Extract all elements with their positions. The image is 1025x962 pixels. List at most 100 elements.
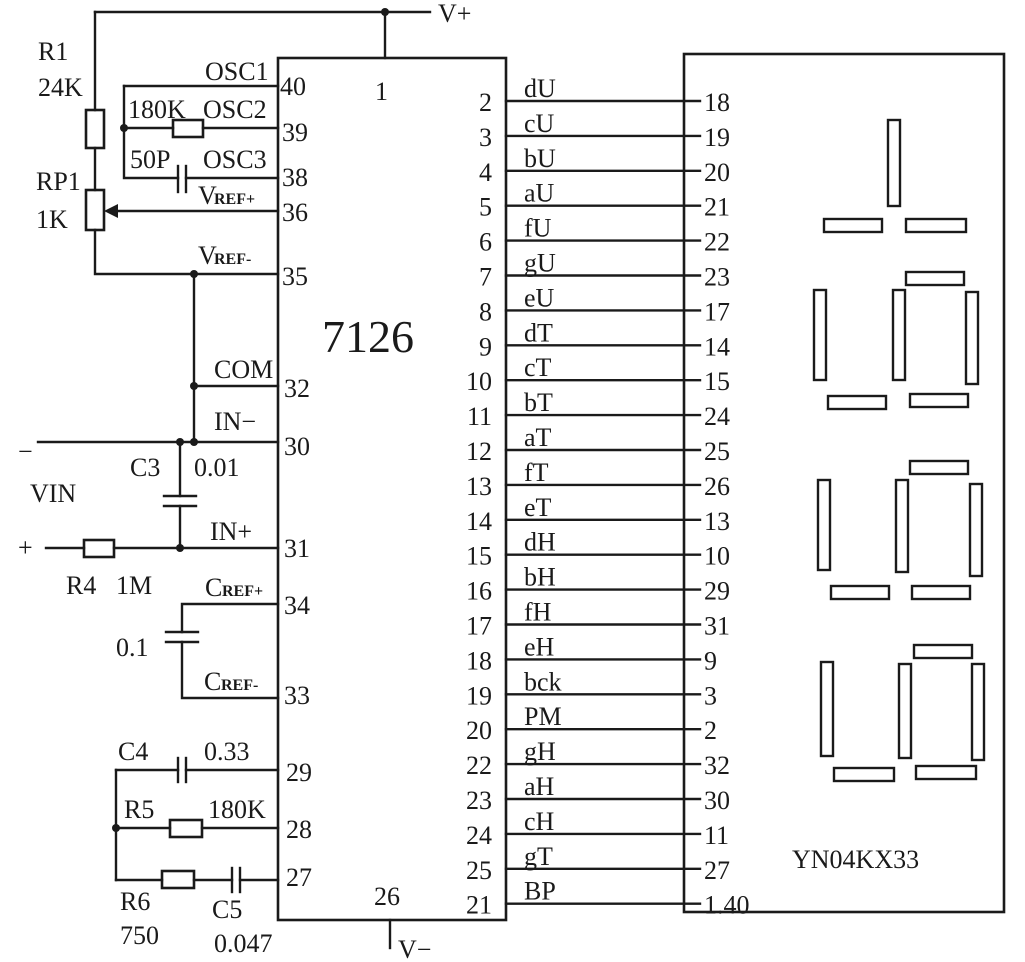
display-pin-number: 11 [704, 821, 729, 850]
chip-pin-number: 20 [466, 716, 492, 745]
display-pin-number: 23 [704, 263, 730, 292]
display-pin-number: 13 [704, 507, 730, 536]
chip-pin-number: 8 [479, 297, 492, 326]
display-pin-number: 24 [704, 402, 730, 431]
chip-left-pins: 40 39 38 36 35 32 30 31 34 33 29 28 27 [280, 72, 312, 892]
signal-row: 10 cT 15 [466, 353, 730, 396]
r5-value: 180K [208, 795, 266, 824]
vminus-label: V− [398, 935, 431, 962]
vin-label: VIN [30, 479, 76, 508]
in-minus-label: IN− [214, 407, 256, 436]
r1-resistor [84, 108, 106, 150]
signal-name: cT [524, 353, 552, 382]
digit4-segment-d [832, 766, 896, 783]
display-pin-number: 29 [704, 577, 730, 606]
digit3-segment-b [968, 482, 984, 578]
r1-value: 24K [38, 73, 83, 102]
pin-number: 28 [286, 815, 312, 844]
digit4-segment-f [819, 660, 835, 758]
digit2-segment-d2 [908, 392, 970, 409]
r4-value: 1M [116, 571, 152, 600]
pin-number: 36 [282, 198, 308, 227]
chip-pin-number: 4 [479, 158, 492, 187]
chip-pin-number: 7 [479, 263, 492, 292]
display-pin-number: 27 [704, 856, 730, 885]
signal-name: cU [524, 109, 555, 138]
chip-pin-number: 22 [466, 751, 492, 780]
digit2-segment-d [826, 394, 888, 411]
integrator-network: C4 0.33 R5 180K R6 750 C5 0.047 [112, 737, 280, 958]
signal-name: gU [524, 249, 556, 278]
pin-number: 31 [284, 534, 310, 563]
osc2-label: OSC2 [203, 95, 267, 124]
c5-value: 0.047 [214, 929, 273, 958]
chip-pin-number: 13 [466, 472, 492, 501]
display-pin-number: 32 [704, 751, 730, 780]
osc-cap-value: 50P [130, 145, 170, 174]
r4-label: R4 [66, 571, 96, 600]
display-pin-number: 2 [704, 716, 717, 745]
cref-plus-label: C [205, 573, 222, 602]
pin-number: 27 [286, 863, 312, 892]
signal-row: 7 gU 23 [479, 249, 730, 292]
vref-minus-label: V [198, 241, 217, 270]
signal-name: fH [524, 598, 552, 627]
pin-number: 40 [280, 72, 306, 101]
chip-pin-number: 23 [466, 786, 492, 815]
r6-value: 750 [120, 921, 159, 950]
display-pin-number: 25 [704, 437, 730, 466]
chip-pin-number: 24 [466, 821, 492, 850]
signal-name: bU [524, 144, 556, 173]
digit2-segment-b [964, 290, 980, 386]
signal-name: bck [524, 667, 562, 696]
chip-pin-number: 12 [466, 437, 492, 466]
vplus-label: V+ [438, 0, 471, 28]
digit4-segment-f2 [897, 662, 913, 760]
pin-number: 30 [284, 432, 310, 461]
pin-number: 33 [284, 681, 310, 710]
chip-pin-number: 6 [479, 228, 492, 257]
signal-name: dT [524, 318, 553, 347]
chip-pin-number: 25 [466, 856, 492, 885]
pin-number: 29 [286, 758, 312, 787]
digit3-segment-d [829, 584, 891, 601]
chip-pin-number: 14 [466, 507, 492, 536]
chip-pin-number: 10 [466, 367, 492, 396]
chip-pin-number: 21 [466, 891, 492, 920]
chip-pin-number: 2 [479, 88, 492, 117]
digit2-segment-f [812, 288, 828, 382]
signal-row: 19 bck 3 [466, 667, 717, 710]
cref-network: C REF+ 0.1 C REF- [116, 573, 280, 700]
r5-label: R5 [124, 795, 154, 824]
osc-resistor-value: 180K [128, 95, 186, 124]
display-pin-number: 15 [704, 367, 730, 396]
com-label: COM [214, 355, 273, 384]
wiper-arrow [104, 204, 118, 218]
display-pin-number: 20 [704, 158, 730, 187]
signal-row: 8 eU 17 [479, 283, 730, 326]
chip-pin-number: 5 [479, 193, 492, 222]
display-pin-number: 17 [704, 297, 730, 326]
signal-name: eU [524, 283, 555, 312]
signal-name: dU [524, 74, 556, 103]
display-pin-number: 22 [704, 228, 730, 257]
display-pin-number: 3 [704, 681, 717, 710]
display-part-label: YN04KX33 [792, 845, 919, 874]
chip-pin-number: 19 [466, 681, 492, 710]
digit1-minus-segment [822, 217, 884, 234]
signal-name: bT [524, 388, 553, 417]
pin-number: 32 [284, 374, 310, 403]
display-pin-number: 14 [704, 332, 730, 361]
vin-plus-sign: + [18, 533, 33, 562]
